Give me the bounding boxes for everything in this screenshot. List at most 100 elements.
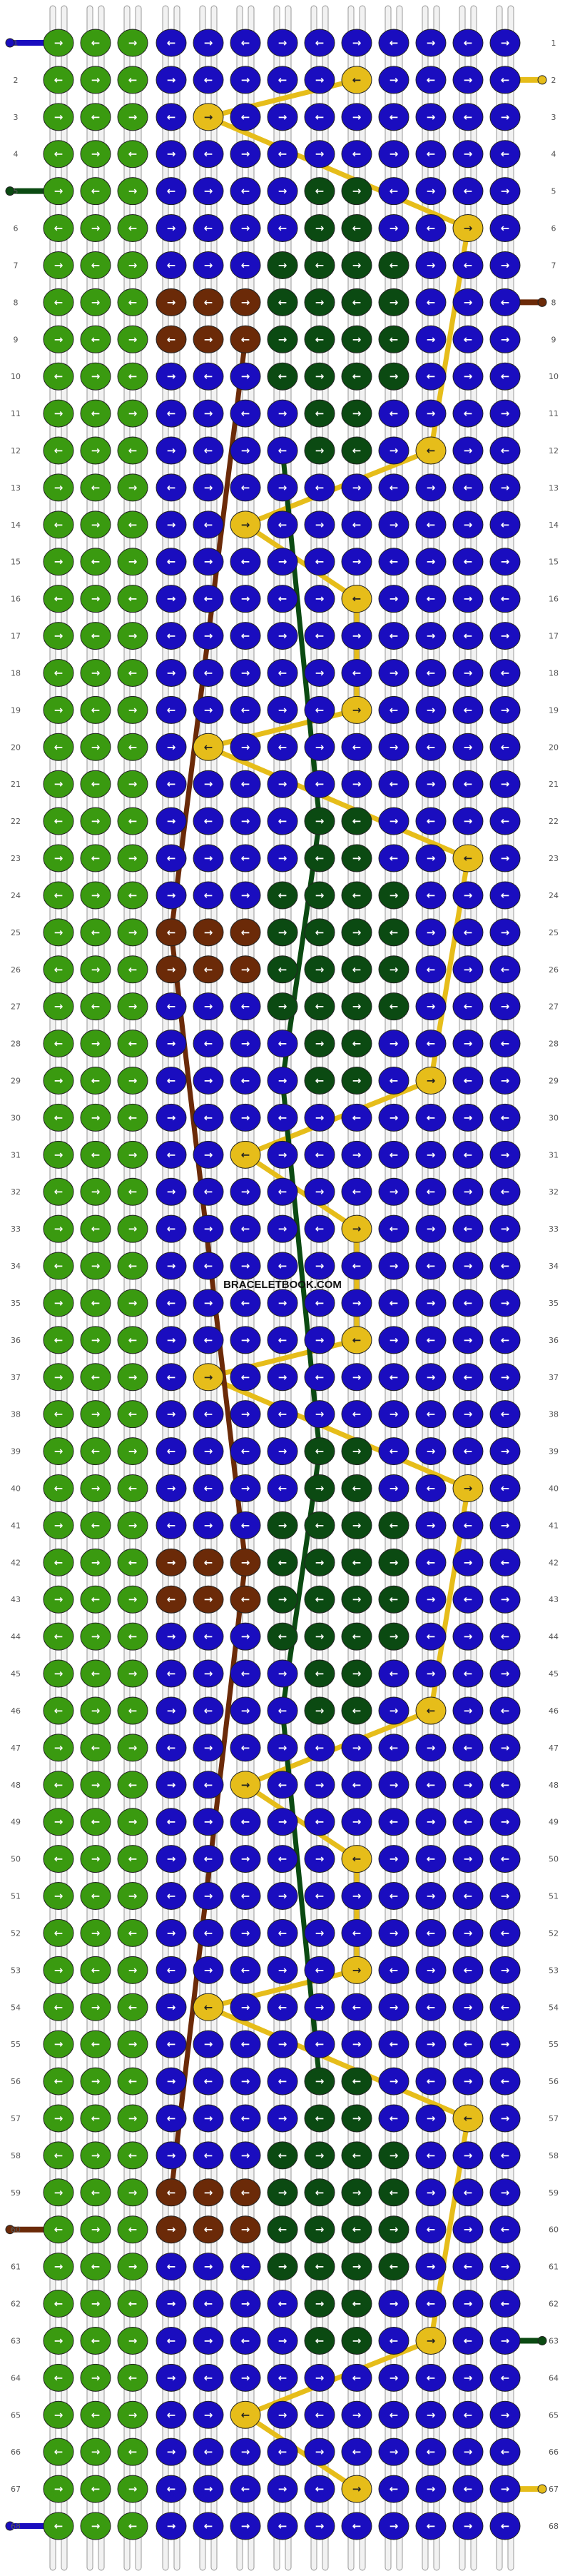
knot: ← xyxy=(43,1177,74,1206)
knot-arrow: ← xyxy=(204,1926,213,1939)
knot: → xyxy=(378,1548,409,1576)
row-number-right: 63 xyxy=(549,2336,559,2345)
knot: ← xyxy=(415,1103,447,1132)
knot-arrow: ← xyxy=(427,1778,436,1791)
knot: ← xyxy=(230,548,261,576)
knot: → xyxy=(452,214,484,243)
knot-arrow: → xyxy=(352,778,362,790)
knot-arrow: → xyxy=(278,258,287,271)
knot: → xyxy=(156,955,187,984)
knot: ← xyxy=(378,1734,409,1762)
knot: → xyxy=(304,140,335,168)
knot-arrow: → xyxy=(54,703,63,716)
knot-arrow: ← xyxy=(464,407,473,420)
knot: ← xyxy=(378,251,409,279)
knot: → xyxy=(156,1918,187,1947)
knot-arrow: → xyxy=(128,1667,138,1680)
knot-arrow: ← xyxy=(427,889,436,902)
knot: → xyxy=(304,955,335,984)
knot: ← xyxy=(378,1363,409,1392)
row-number-right: 10 xyxy=(549,372,559,381)
knot-arrow: ← xyxy=(390,1445,399,1458)
knot: ← xyxy=(80,399,111,428)
knot: → xyxy=(415,918,447,947)
knot: → xyxy=(267,1289,298,1317)
knot: ← xyxy=(80,844,111,872)
knot-arrow: ← xyxy=(167,2482,176,2495)
knot-arrow: → xyxy=(167,148,176,161)
knot: → xyxy=(378,1400,409,1429)
row-number-left: 12 xyxy=(11,446,21,456)
knot: ← xyxy=(378,325,409,353)
row-number-right: 59 xyxy=(549,2188,559,2198)
row-number-left: 61 xyxy=(11,2263,21,2272)
knot-arrow: ← xyxy=(427,740,436,753)
knot-arrow: ← xyxy=(204,1556,213,1569)
row-number-left: 58 xyxy=(11,2151,21,2160)
knot-arrow: → xyxy=(54,2186,63,2199)
row-number-right: 2 xyxy=(551,76,556,85)
knot: → xyxy=(80,585,111,613)
knot: ← xyxy=(489,1771,521,1799)
knot: ← xyxy=(341,733,372,761)
knot: ← xyxy=(415,2290,447,2318)
knot-arrow: ← xyxy=(204,740,213,753)
knot-arrow: ← xyxy=(128,2223,138,2236)
knot-arrow: ← xyxy=(241,1074,250,1087)
knot: → xyxy=(378,66,409,94)
knot-arrow: → xyxy=(278,1667,287,1680)
knot-arrow: ← xyxy=(352,2001,362,2013)
knot: → xyxy=(80,2290,111,2318)
knot: → xyxy=(117,1437,148,1466)
knot-arrow: ← xyxy=(204,1334,213,1347)
knot-arrow: → xyxy=(390,1853,399,1866)
knot-arrow: → xyxy=(352,111,362,124)
knot: ← xyxy=(304,1140,335,1169)
knot: → xyxy=(117,622,148,650)
knot: ← xyxy=(415,1918,447,1947)
knot: ← xyxy=(43,1993,74,2021)
knot-arrow: → xyxy=(315,1259,325,1272)
row-number-right: 49 xyxy=(549,1818,559,1827)
knot-arrow: ← xyxy=(128,1556,138,1569)
knot-arrow: ← xyxy=(204,296,213,308)
knot-arrow: → xyxy=(167,2445,176,2458)
knot: → xyxy=(378,1474,409,1503)
knot-arrow: ← xyxy=(128,370,138,383)
knot: ← xyxy=(341,2215,372,2244)
knot: → xyxy=(43,695,74,724)
knot-arrow: → xyxy=(204,2186,213,2199)
row-number-left: 1 xyxy=(14,39,19,48)
knot: ← xyxy=(193,2512,224,2540)
knot-arrow: → xyxy=(241,1778,250,1791)
knot: ← xyxy=(415,1326,447,1354)
knot: → xyxy=(378,733,409,761)
knot-arrow: ← xyxy=(352,1704,362,1717)
knot-arrow: ← xyxy=(167,555,176,568)
knot-arrow: ← xyxy=(501,593,510,605)
knot-arrow: ← xyxy=(464,481,473,494)
knot: ← xyxy=(230,29,261,57)
knot-arrow: → xyxy=(91,2075,101,2088)
knot: → xyxy=(117,251,148,279)
knot-arrow: ← xyxy=(241,1371,250,1384)
knot-arrow: → xyxy=(464,1704,473,1717)
knot-arrow: → xyxy=(91,1037,101,1050)
knot-arrow: → xyxy=(278,1222,287,1235)
knot-arrow: ← xyxy=(54,1926,63,1939)
row-number-right: 44 xyxy=(549,1632,559,1641)
knot-arrow: → xyxy=(390,370,399,383)
row-number-right: 41 xyxy=(549,1521,559,1530)
knot-arrow: → xyxy=(390,222,399,235)
knot: → xyxy=(230,1474,261,1503)
knot: → xyxy=(489,1214,521,1243)
knot-arrow: → xyxy=(278,1519,287,1531)
knot: → xyxy=(117,1214,148,1243)
knot-arrow: → xyxy=(241,2149,250,2162)
knot: → xyxy=(80,807,111,835)
knot-arrow: → xyxy=(390,1111,399,1124)
knot-arrow: ← xyxy=(128,2371,138,2384)
knot: → xyxy=(341,622,372,650)
knot: ← xyxy=(156,622,187,650)
row-number-right: 61 xyxy=(549,2263,559,2272)
